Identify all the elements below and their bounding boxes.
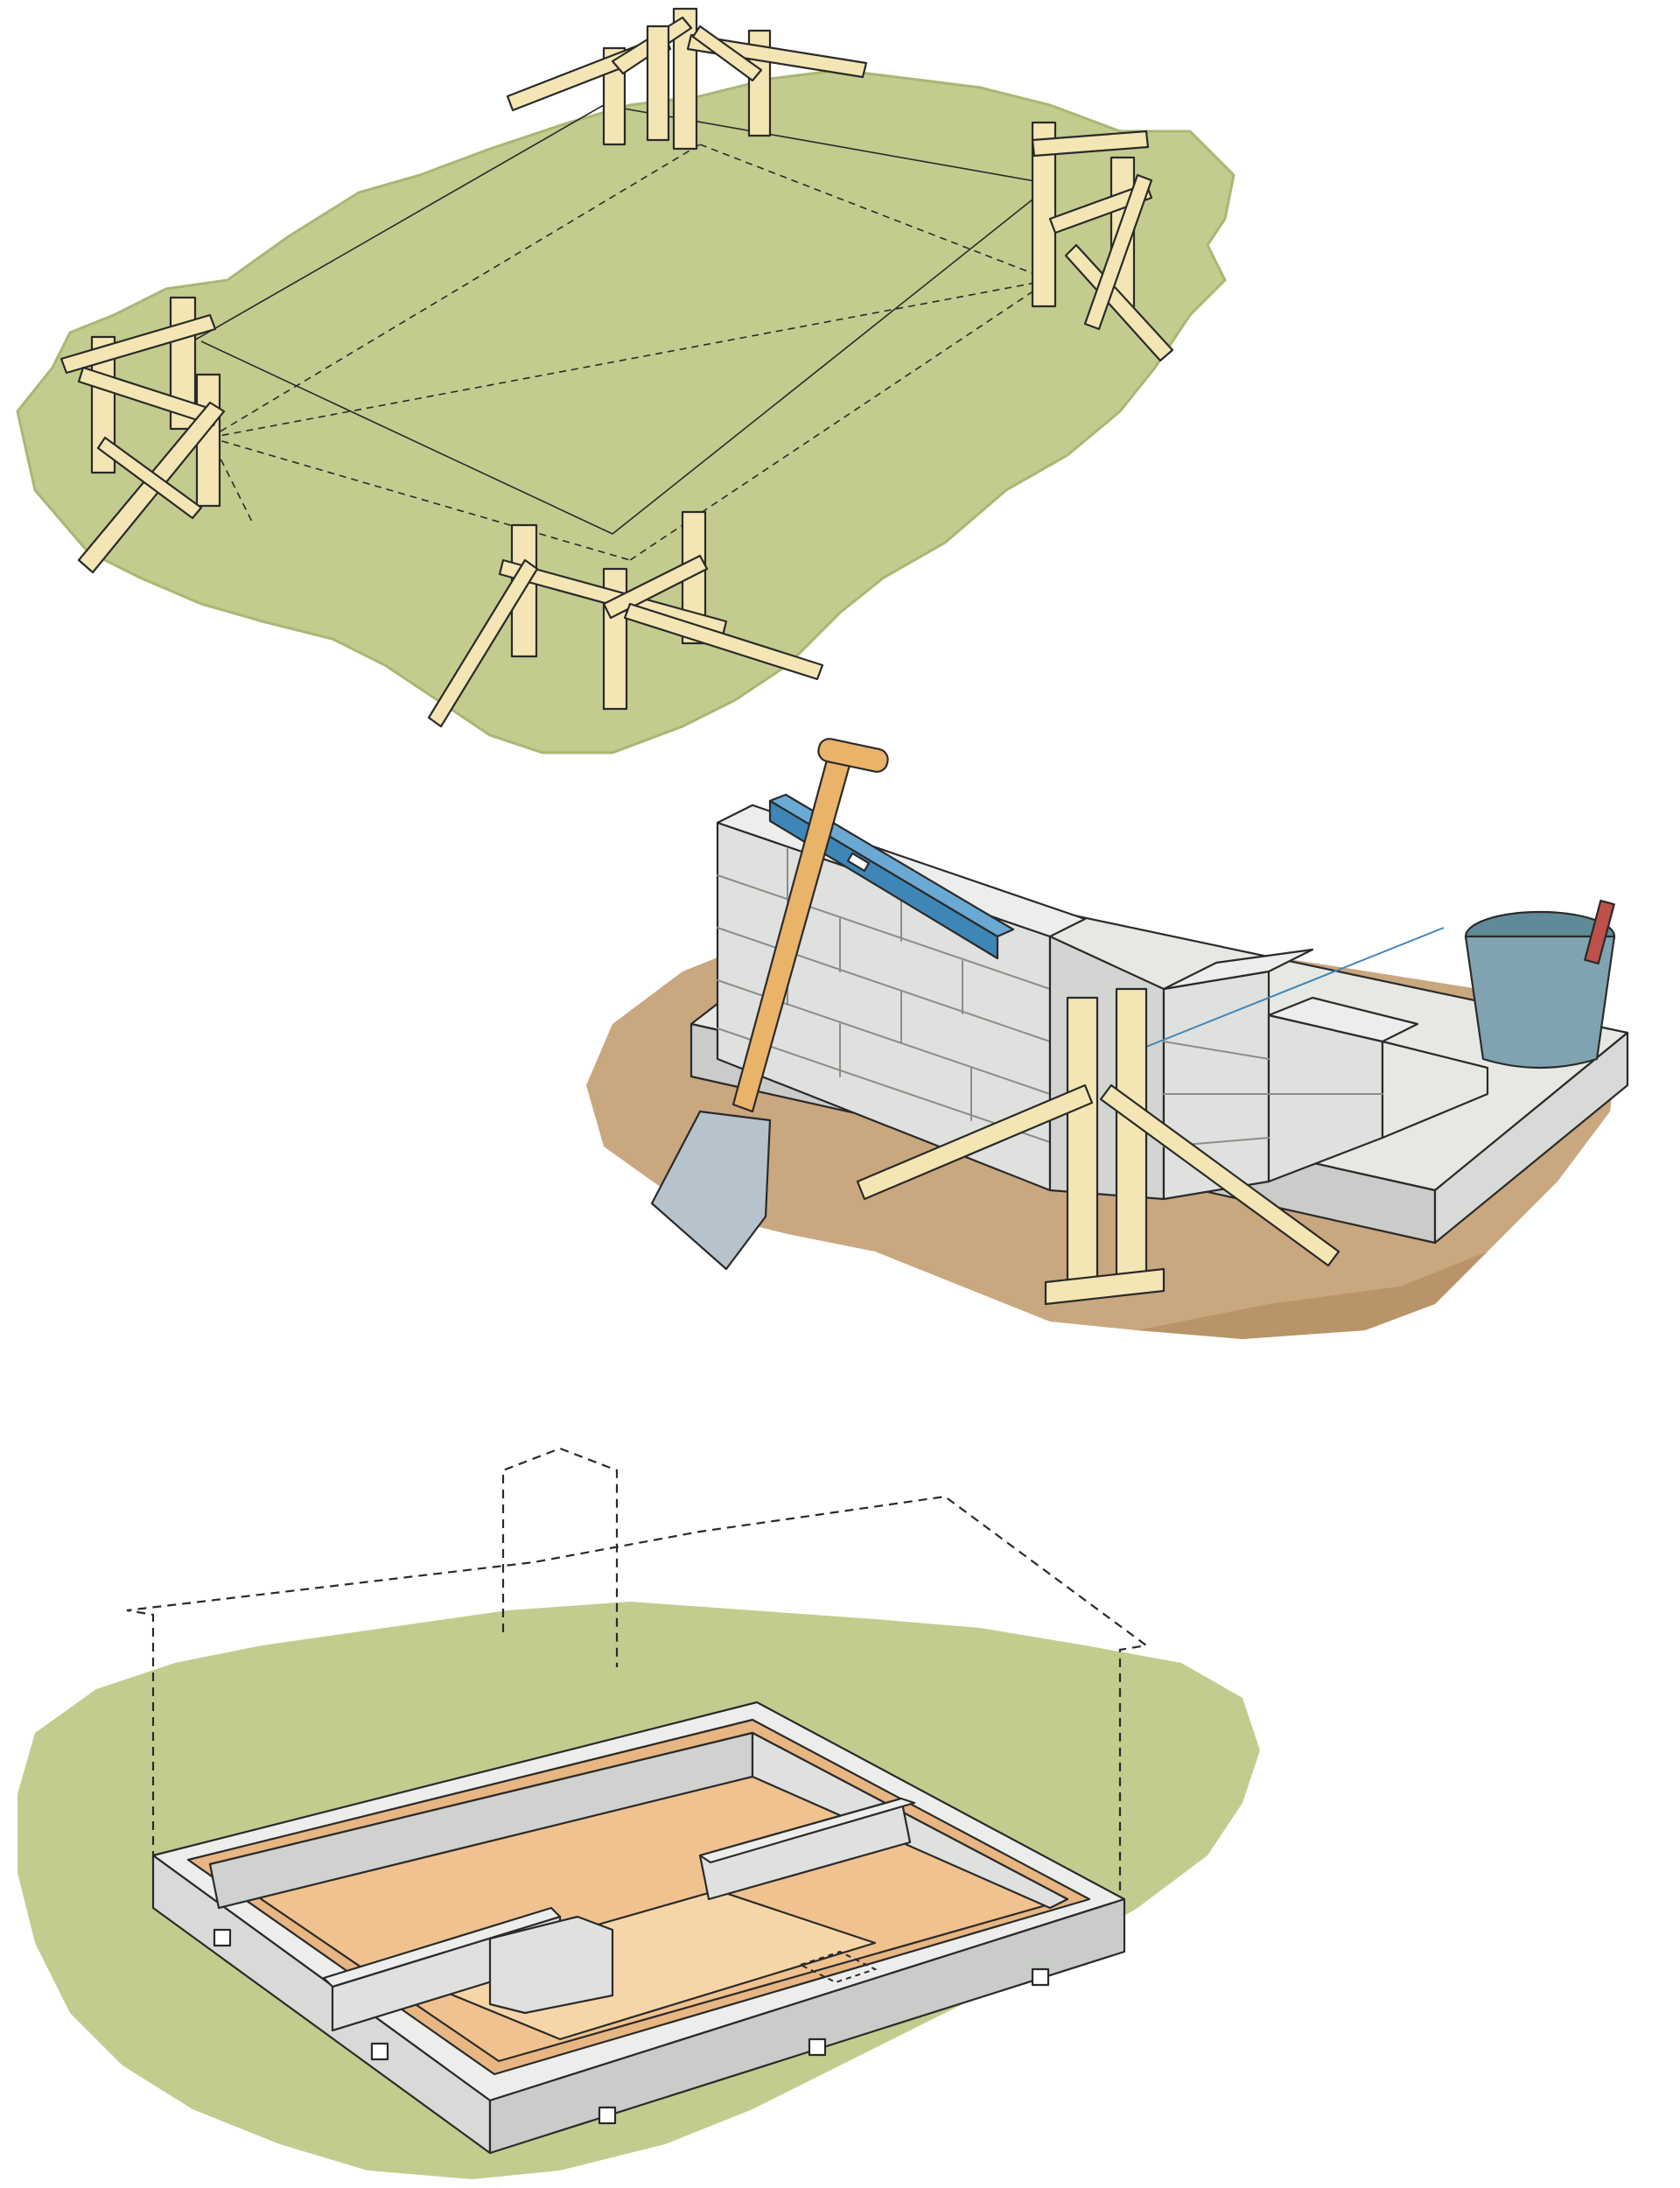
wall-panel xyxy=(0,726,1680,1444)
shovel xyxy=(650,738,889,1271)
staking-panel xyxy=(0,0,1680,770)
batter-board-left xyxy=(60,296,226,574)
soil-shadow xyxy=(1138,1252,1488,1339)
bucket xyxy=(1464,900,1616,1069)
access-hatch-outline xyxy=(798,1950,878,1984)
staking-illustration xyxy=(16,7,1236,754)
interior-walls xyxy=(322,1797,916,2032)
grass-patch xyxy=(16,68,1236,754)
house-outline xyxy=(126,1447,1149,1908)
corner-pole xyxy=(856,987,1340,1306)
foundation-illustration xyxy=(18,1447,1260,2179)
foundation-vents xyxy=(213,1928,1050,2125)
batter-board-right xyxy=(1031,121,1174,362)
foundation-panel xyxy=(0,1400,1680,2188)
batter-board-bottom xyxy=(427,510,824,728)
mason-line xyxy=(1137,927,1445,1051)
wall-illustration xyxy=(586,738,1629,1339)
batter-board-top xyxy=(506,7,868,151)
